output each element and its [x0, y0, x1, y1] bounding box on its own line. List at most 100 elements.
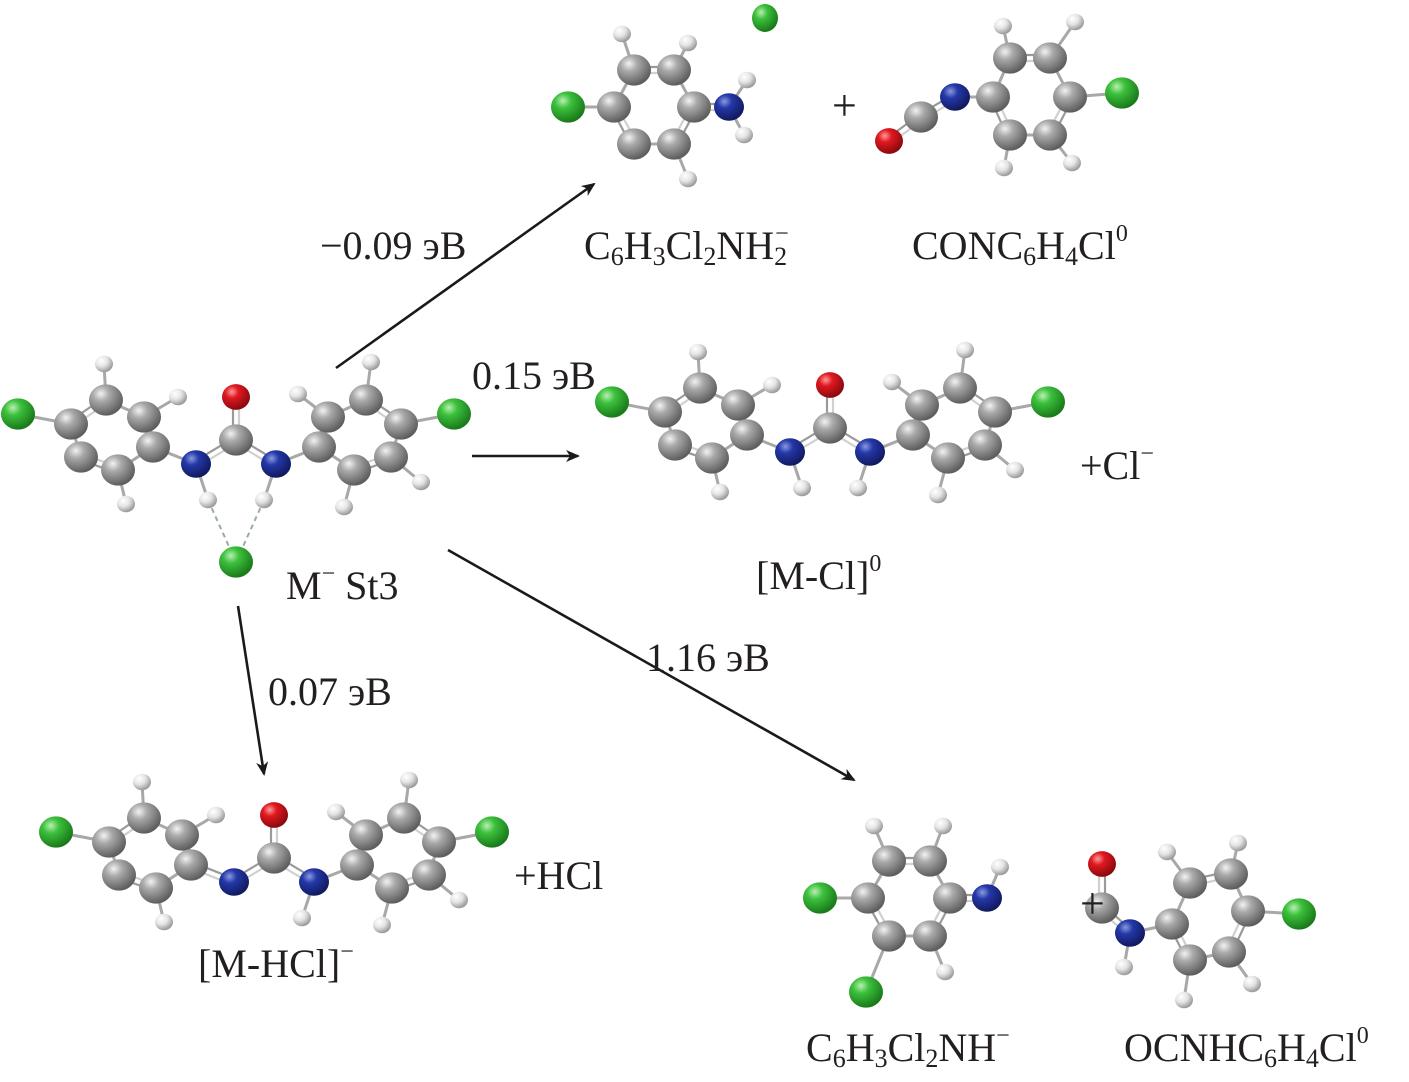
- carbon-atom: [54, 408, 88, 440]
- carbon-atom: [931, 442, 965, 474]
- arrow-p3: [236, 605, 269, 776]
- nitrogen-atom: [972, 884, 1002, 912]
- hydrogen-atom: [991, 858, 1009, 876]
- carbon-atom: [657, 54, 691, 86]
- carbon-atom: [978, 396, 1012, 428]
- carbon-atom: [1033, 42, 1067, 74]
- arrow-p4: [447, 548, 856, 782]
- carbon-atom: [127, 401, 161, 433]
- carbon-atom: [375, 872, 409, 904]
- carbon-atom: [89, 384, 123, 416]
- hydrogen-atom: [613, 25, 631, 43]
- hydrogen-atom: [95, 355, 113, 373]
- carbon-atom: [412, 859, 446, 891]
- hydrogen-atom: [199, 491, 217, 509]
- reactant-charge: −: [321, 561, 336, 587]
- oxygen-atom: [875, 128, 903, 154]
- product-molecule-c6h3cl2nh2-anion: [551, 25, 756, 188]
- hydrogen-atom: [400, 771, 418, 789]
- carbon-atom: [102, 859, 136, 891]
- chlorine-atom: [803, 882, 837, 914]
- product-formula-p4a: C6H3Cl2NH−: [806, 1023, 1010, 1073]
- hydrogen-atom: [711, 483, 729, 501]
- hydrogen-atom: [289, 385, 307, 403]
- carbon-atom: [302, 431, 336, 463]
- carbon-atom: [677, 91, 711, 123]
- hydrogen-atom: [929, 486, 947, 504]
- carbon-atom: [1155, 908, 1189, 940]
- hydrogen-atom: [1006, 461, 1024, 479]
- carbon-atom: [617, 128, 651, 160]
- chlorine-atom: [849, 976, 883, 1008]
- carbon-atom: [1212, 936, 1246, 968]
- carbon-atom: [139, 872, 173, 904]
- carbon-atom: [904, 101, 938, 133]
- hydrogen-atom: [412, 473, 430, 491]
- chlorine-atom: [1, 398, 35, 430]
- carbon-atom: [872, 845, 906, 877]
- reactant-state: St3: [345, 563, 399, 608]
- energy-label-p4: 1.16 эВ: [646, 635, 770, 680]
- carbon-atom: [933, 882, 967, 914]
- oxygen-atom: [260, 802, 288, 828]
- nitrogen-atom: [775, 438, 805, 466]
- carbon-atom: [617, 54, 651, 86]
- product-molecule-conc6h4cl: [875, 13, 1139, 177]
- plus-sign-p1: +: [832, 81, 857, 130]
- chlorine-atom: [1105, 77, 1139, 109]
- chlorine-atom: [1282, 898, 1316, 930]
- product-molecule-c6h3cl2nh-anion: [803, 817, 1009, 1008]
- carbon-atom: [1085, 892, 1119, 924]
- carbon-atom: [968, 429, 1002, 461]
- hydrogen-atom: [883, 373, 901, 391]
- carbon-atom: [165, 819, 199, 851]
- product-formula-p4b: OCNHC6H4Cl0: [1124, 1023, 1369, 1073]
- hydrogen-atom: [865, 817, 883, 835]
- chlorine-atom: [475, 816, 509, 848]
- carbon-atom: [993, 42, 1027, 74]
- carbon-atom: [695, 442, 729, 474]
- hydrogen-atom: [1229, 834, 1247, 852]
- hydrogen-atom: [293, 909, 311, 927]
- plus-sign-p4: +: [1080, 879, 1105, 928]
- carbon-atom: [92, 826, 126, 858]
- hydrogen-atom: [450, 891, 468, 909]
- chlorine-atom: [1031, 386, 1065, 418]
- carbon-atom: [1173, 944, 1207, 976]
- hydrogen-atom: [679, 34, 697, 52]
- carbon-atom: [127, 802, 161, 834]
- chlorine-atom: [595, 386, 629, 418]
- carbon-atom: [813, 412, 847, 444]
- oxygen-atom: [816, 372, 844, 398]
- nitrogen-atom: [714, 93, 744, 121]
- carbon-atom: [896, 419, 930, 451]
- product-formula-p1b: CONC6H4Cl0: [912, 221, 1128, 271]
- byproduct-p2: +Cl−: [1080, 441, 1154, 488]
- chlorine-atom: [437, 398, 471, 430]
- carbon-atom: [905, 389, 939, 421]
- hydrogen-atom: [849, 479, 867, 497]
- reactant-name: M: [286, 563, 322, 608]
- hydrogen-atom: [155, 913, 173, 931]
- carbon-atom: [174, 849, 208, 881]
- hydrogen-atom: [994, 17, 1012, 35]
- carbon-atom: [1214, 858, 1248, 890]
- nitrogen-atom: [1115, 919, 1145, 947]
- oxygen-atom: [1088, 851, 1116, 877]
- chlorine-atom: [219, 546, 253, 578]
- hydrogen-atom: [1066, 13, 1084, 31]
- carbon-atom: [683, 372, 717, 404]
- carbon-atom: [721, 389, 755, 421]
- carbon-atom: [387, 802, 421, 834]
- hydrogen-atom: [1158, 843, 1176, 861]
- carbon-atom: [976, 81, 1010, 113]
- hydrogen-atom: [1115, 958, 1133, 976]
- hydrogen-atom: [327, 803, 345, 821]
- nitrogen-atom: [940, 83, 970, 111]
- chlorine-atom: [551, 91, 585, 123]
- carbon-atom: [1053, 81, 1087, 113]
- hydrogen-atom: [1175, 991, 1193, 1009]
- hydrogen-atom: [1243, 975, 1261, 993]
- carbon-atom: [219, 424, 253, 456]
- carbon-atom: [340, 849, 374, 881]
